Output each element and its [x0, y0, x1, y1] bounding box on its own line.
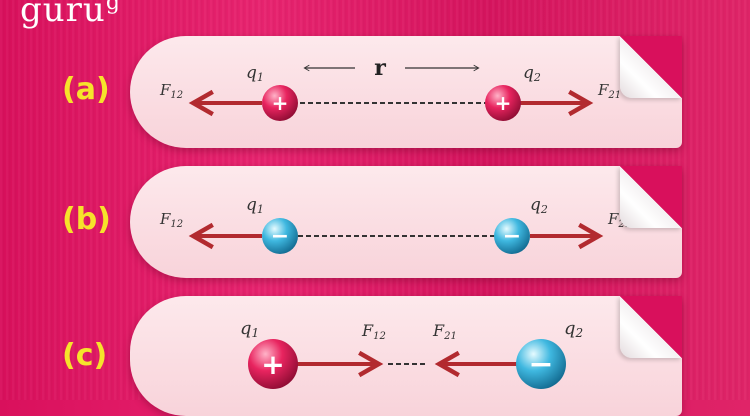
label-c: (c)	[62, 338, 108, 373]
charge-sign: −	[271, 224, 289, 249]
negative-charge-icon	[262, 218, 298, 254]
panel-b	[130, 166, 682, 278]
coulomb-diagram: r + + q1 q2 F12 F21 − − q1 q2 F12 F21 + …	[159, 55, 631, 389]
brand-superscript: g	[105, 0, 121, 15]
charge-label-q2: q2	[523, 63, 541, 84]
brand-logo: gurug	[20, 0, 121, 30]
page-curl	[620, 296, 682, 358]
negative-charge-icon	[516, 339, 566, 389]
diagram-c: + − q1 q2 F12 F21	[240, 318, 583, 389]
charge-sign: −	[503, 224, 521, 249]
charge-sign: +	[272, 91, 289, 115]
positive-charge-icon	[248, 339, 298, 389]
brand-name: guru	[20, 0, 106, 30]
diagram-b: − − q1 q2 F12 F21	[159, 195, 631, 254]
negative-charge-icon	[494, 218, 530, 254]
charge-label-q1: q1	[246, 195, 264, 216]
force-label-f21: F21	[597, 81, 621, 101]
page-curl	[620, 166, 682, 228]
force-label-f21: F21	[432, 321, 457, 342]
charge-sign: +	[495, 91, 512, 115]
positive-charge-icon	[485, 85, 521, 121]
charge-label-q1: q1	[240, 318, 259, 340]
label-a: (a)	[62, 72, 110, 107]
force-label-f12: F12	[361, 321, 386, 342]
charge-label-q2: q2	[564, 318, 583, 340]
diagram-a: r + + q1 q2 F12 F21	[159, 55, 621, 121]
label-b: (b)	[62, 202, 111, 237]
distance-label: r	[374, 55, 386, 81]
force-label-f12: F12	[159, 210, 183, 230]
charge-label-q1: q1	[246, 63, 264, 84]
force-label-f12: F12	[159, 81, 183, 101]
panel-c	[130, 296, 682, 416]
positive-charge-icon	[262, 85, 298, 121]
charge-sign: −	[528, 347, 553, 382]
page-curl	[620, 36, 682, 98]
charge-label-q2: q2	[530, 195, 548, 216]
charge-sign: +	[261, 348, 284, 381]
